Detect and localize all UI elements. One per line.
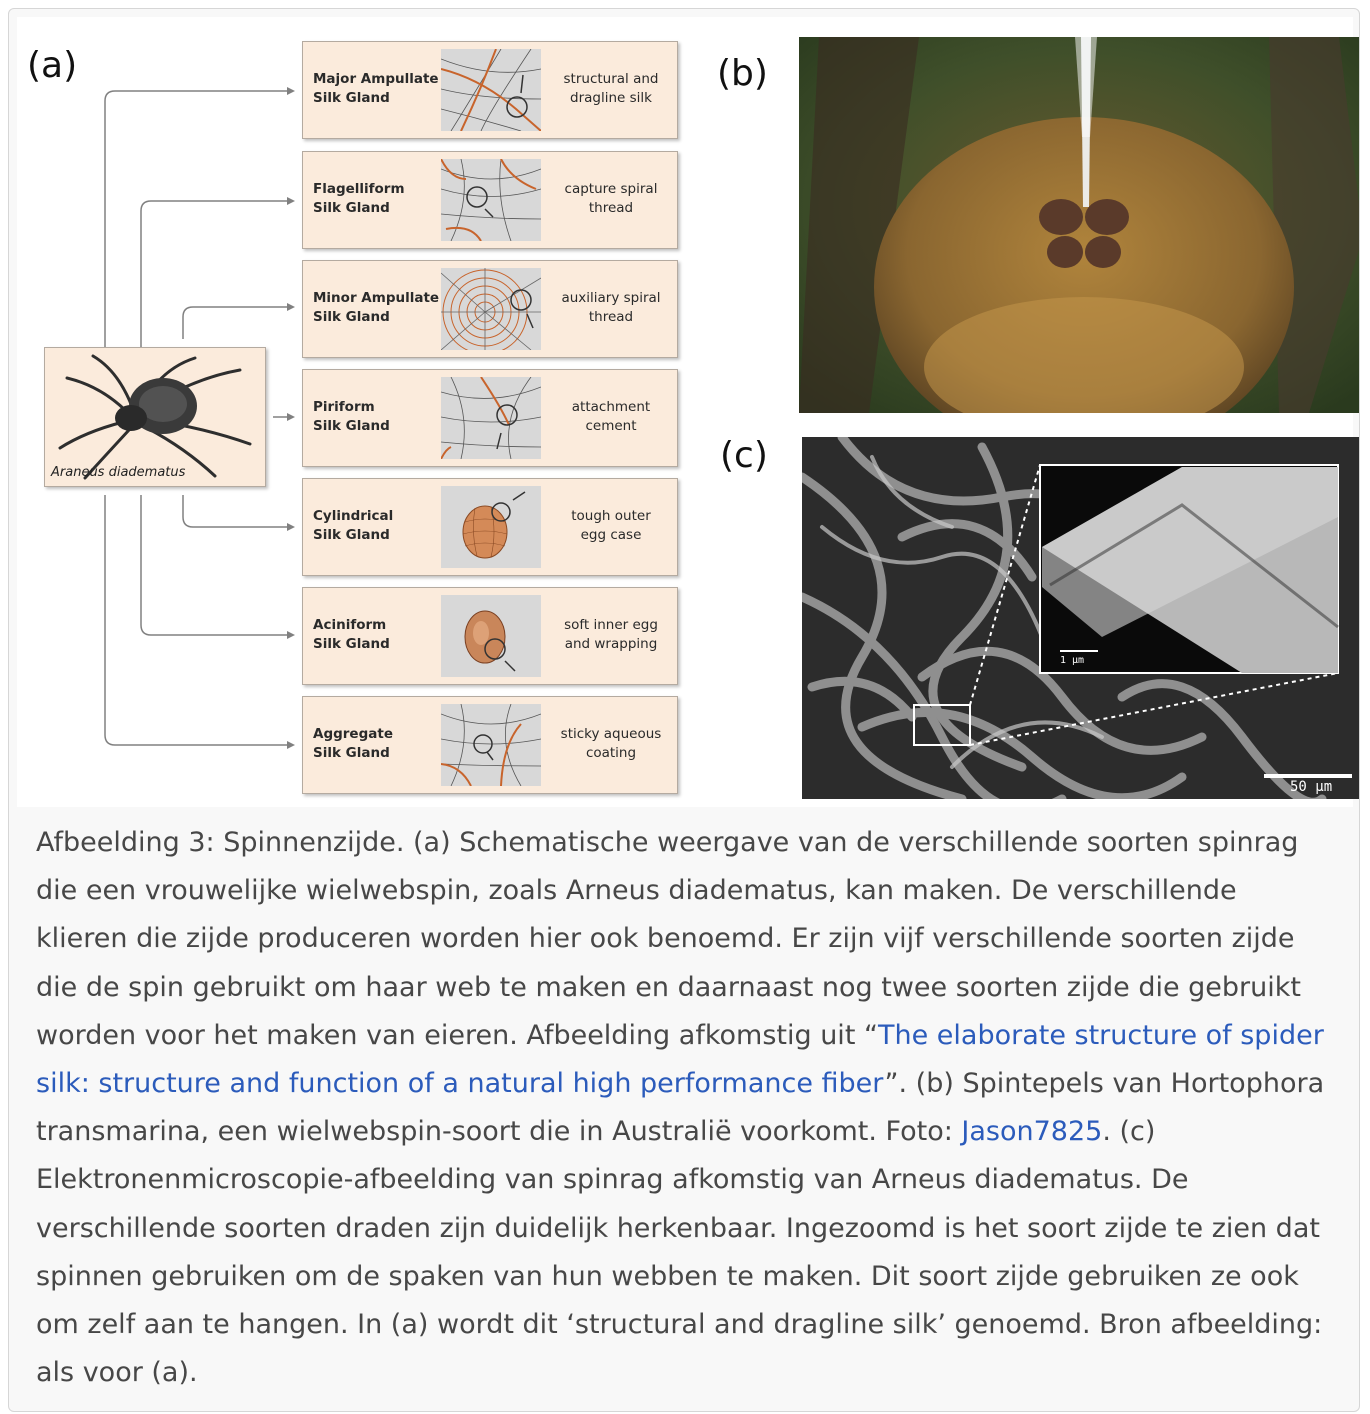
gland-function: capture spiral thread [549,180,673,218]
gland-row-aggregate: Aggregate Silk Gland sticky aqueo [302,696,678,794]
gland-name: Aggregate Silk Gland [313,725,443,763]
web-junction-icon [441,377,541,459]
sem-image: 1 μm 50 μm [802,437,1360,799]
egg-case-icon [441,486,541,568]
gland-function: sticky aqueous coating [549,725,673,763]
spinneret-photo [799,37,1360,413]
gland-row-aciniform: Aciniform Silk Gland soft inner egg and … [302,587,678,685]
gland-function: auxiliary spiral thread [549,289,673,327]
gland-row-cylindrical: Cylindrical Silk Gland tough outer egg c… [302,478,678,576]
photographer-link[interactable]: Jason7825 [961,1116,1102,1147]
web-full-icon [441,268,541,350]
gland-row-flagelliform: Flagelliform Silk Gland capture s [302,151,678,249]
gland-name: Flagelliform Silk Gland [313,180,443,218]
gland-row-piriform: Piriform Silk Gland attachment [302,369,678,467]
figure-caption: Afbeelding 3: Spinnenzijde. (a) Schemati… [36,819,1336,1397]
gland-name: Major Ampullate Silk Gland [313,70,443,108]
gland-row-minor-ampullate: Minor Ampullate Silk Gland [302,260,678,358]
sem-inset-scale-label: 1 μm [1060,655,1084,666]
gland-function: structural and dragline silk [549,70,673,108]
composite-figure: (a) [17,17,1353,807]
gland-name: Minor Ampullate Silk Gland [313,289,443,327]
egg-wrapping-icon [441,595,541,677]
gland-name: Aciniform Silk Gland [313,616,443,654]
species-label: Araneus diadematus [51,465,185,480]
gland-name: Cylindrical Silk Gland [313,507,443,545]
gland-function: tough outer egg case [549,507,673,545]
figure-card: (a) [8,8,1360,1412]
gland-function: attachment cement [549,398,673,436]
spider-illustration-box: Araneus diadematus [44,347,266,487]
web-droplet-icon [441,704,541,786]
web-capture-spiral-icon [441,159,541,241]
gland-function: soft inner egg and wrapping [549,616,673,654]
gland-row-major-ampullate: Major Ampullate Silk Gland struct [302,41,678,139]
gland-name: Piriform Silk Gland [313,398,443,436]
web-spoke-icon [441,49,541,131]
sem-scale-label: 50 μm [1290,779,1332,795]
panel-label-c: (c) [720,435,768,476]
panel-label-b: (b) [717,53,768,94]
